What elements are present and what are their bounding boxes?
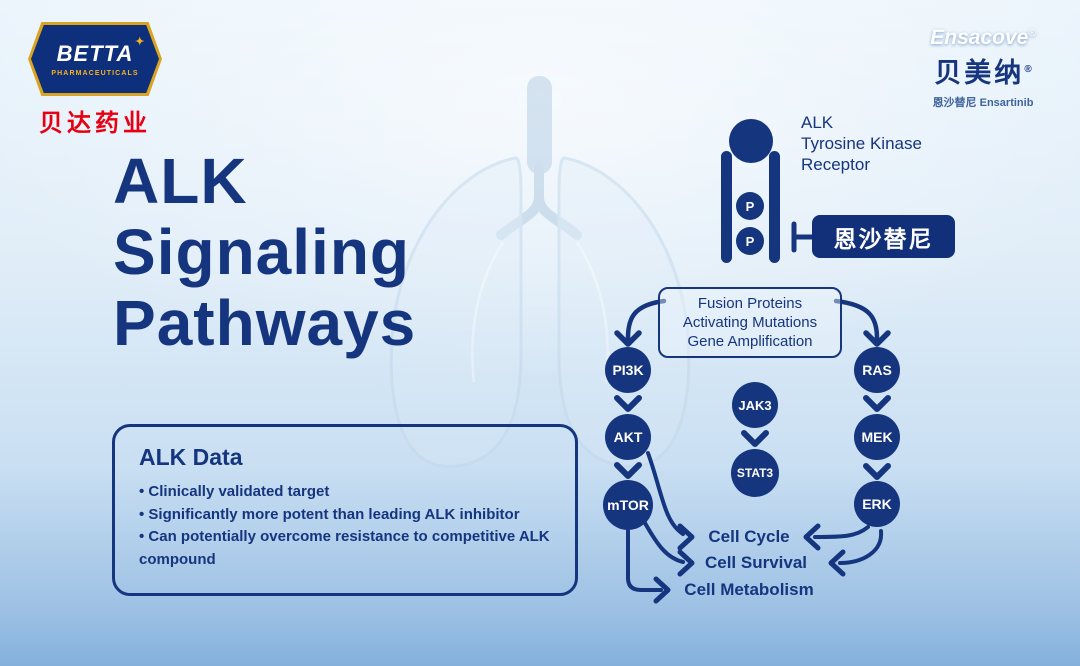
node-stat3: STAT3 bbox=[731, 449, 779, 497]
betta-subtitle: PHARMACEUTICALS bbox=[51, 70, 139, 77]
node-ras: RAS bbox=[854, 347, 900, 393]
alk-data-bullet: Clinically validated target bbox=[139, 481, 551, 504]
pathway-arrows bbox=[614, 298, 891, 604]
registered-mark: ® bbox=[1028, 28, 1036, 39]
alk-data-bullet: Significantly more potent than leading A… bbox=[139, 504, 551, 527]
betta-name-text: BETTA bbox=[56, 41, 134, 66]
output-cell-survival: Cell Survival bbox=[704, 553, 808, 572]
alk-data-heading: ALK Data bbox=[139, 444, 243, 470]
phospho-site-2: P bbox=[736, 227, 764, 255]
inhibition-connector bbox=[791, 221, 815, 253]
node-akt: AKT bbox=[605, 414, 651, 460]
trigger-box: Fusion Proteins Activating Mutations Gen… bbox=[658, 287, 842, 358]
node-mek: MEK bbox=[854, 414, 900, 460]
phospho-site-1: P bbox=[736, 192, 764, 220]
trigger-gene-amplification: Gene Amplification bbox=[687, 333, 813, 350]
receptor-bar-left-icon bbox=[721, 151, 732, 263]
registered-mark: ® bbox=[1024, 64, 1032, 75]
node-mtor: mTOR bbox=[603, 480, 653, 530]
ensacove-chinese-name: 贝美纳® bbox=[934, 58, 1032, 88]
title-line-2: Signaling bbox=[113, 216, 410, 288]
output-cell-metabolism: Cell Metabolism bbox=[684, 580, 814, 599]
trigger-activating-mutations: Activating Mutations bbox=[682, 314, 818, 331]
receptor-label: ALK Tyrosine Kinase Receptor bbox=[801, 113, 922, 174]
ensacove-logo: Ensacove® 贝美纳® 恩沙替尼 Ensartinib bbox=[908, 26, 1058, 110]
node-pi3k: PI3K bbox=[605, 347, 651, 393]
trigger-fusion-proteins: Fusion Proteins bbox=[697, 295, 803, 312]
betta-logo: BETTA ✦ PHARMACEUTICALS 贝达药业 bbox=[28, 22, 162, 138]
ensacove-wordmark: Ensacove® bbox=[908, 26, 1058, 50]
atom-icon: ✦ bbox=[135, 36, 146, 48]
title-line-3: Pathways bbox=[113, 287, 417, 359]
output-cell-cycle: Cell Cycle bbox=[708, 527, 790, 546]
node-erk: ERK bbox=[854, 481, 900, 527]
drug-label-ensartinib: 恩沙替尼 bbox=[812, 215, 955, 258]
title-line-1: ALK bbox=[113, 145, 248, 217]
ensacove-generic-name: 恩沙替尼 Ensartinib bbox=[932, 97, 1034, 109]
receptor-head-icon bbox=[729, 119, 773, 163]
page-title: ALK Signaling Pathways bbox=[113, 146, 416, 359]
receptor-bar-right-icon bbox=[769, 151, 780, 263]
alk-data-panel: ALK Data Clinically validated target Sig… bbox=[112, 424, 578, 596]
node-jak3: JAK3 bbox=[732, 382, 778, 428]
betta-wordmark: BETTA ✦ bbox=[56, 36, 145, 67]
alk-data-bullet: Can potentially overcome resistance to c… bbox=[139, 526, 551, 571]
betta-chinese-name: 贝达药业 bbox=[39, 110, 151, 137]
betta-hexagon: BETTA ✦ PHARMACEUTICALS bbox=[28, 22, 162, 96]
ensacove-name-text: Ensacove bbox=[930, 26, 1029, 49]
